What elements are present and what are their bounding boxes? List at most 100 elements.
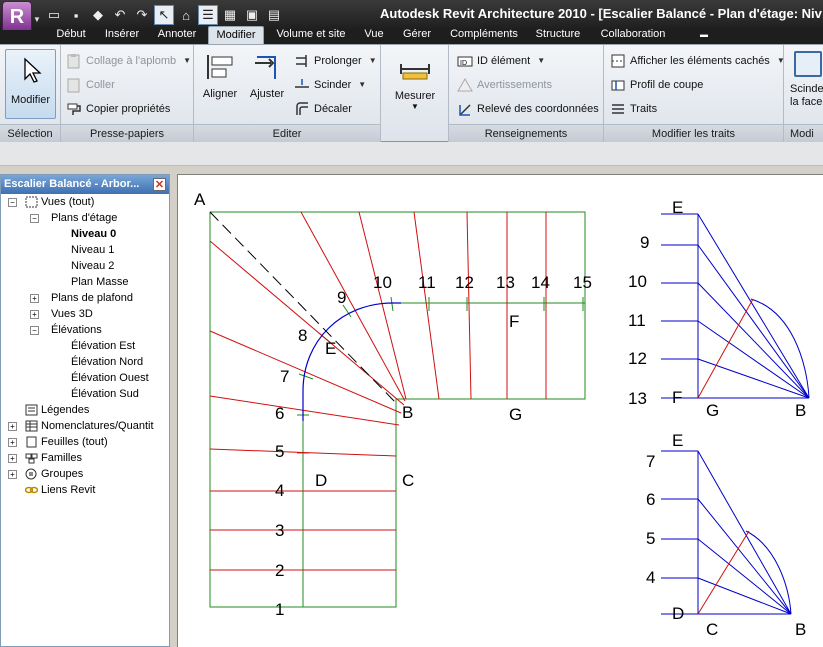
panel-label-linework: Modifier les traits [604, 124, 783, 142]
families-icon [25, 452, 38, 464]
tree-views-all[interactable]: Vues (tout) [25, 194, 94, 210]
tree-niveau-1[interactable]: Niveau 1 [71, 244, 115, 256]
tab-annoter[interactable]: Annoter [157, 28, 197, 40]
element-id-label: ID élément [477, 55, 531, 67]
split-button[interactable]: Scinder▼ [294, 75, 366, 95]
legend-icon [25, 404, 38, 416]
collapse-icon[interactable]: − [30, 214, 39, 223]
tree-ceiling-plans[interactable]: Plans de plafond [51, 292, 133, 304]
open-icon[interactable]: ▭ [47, 7, 61, 22]
split-face-icon [794, 51, 822, 77]
tree-plan-masse[interactable]: Plan Masse [71, 276, 129, 288]
warnings-button[interactable]: Avertissements [457, 75, 552, 95]
tab-inserer[interactable]: Insérer [104, 28, 140, 40]
application-menu-button[interactable]: R ▼ [2, 1, 41, 39]
expand-icon[interactable]: + [8, 422, 17, 431]
save-icon[interactable]: ▪ [73, 7, 79, 23]
chevron-down-icon[interactable]: ▼ [183, 56, 192, 65]
diagram-top-tick: 12 [628, 349, 647, 368]
panel-label-selection: Sélection [0, 124, 60, 142]
tree-elevation-est[interactable]: Élévation Est [71, 340, 136, 352]
extend-label: Prolonger [314, 55, 362, 67]
tree-elevation-ouest[interactable]: Élévation Ouest [71, 372, 149, 384]
drawing-area[interactable]: A B C D E F G 1 2 3 4 5 6 7 8 9 10 11 12… [177, 174, 823, 647]
select-icon[interactable]: ↖ [154, 5, 174, 25]
tab-collaboration[interactable]: Collaboration [600, 28, 666, 40]
expand-icon[interactable]: + [30, 310, 39, 319]
tab-modifier[interactable]: Modifier [208, 26, 264, 44]
panel-label-edit: Editer [194, 124, 380, 142]
tree-floor-plans[interactable]: Plans d'étage [51, 212, 118, 224]
3d-view-icon[interactable]: ⌂ [182, 7, 190, 23]
sync-icon[interactable]: ◆ [93, 7, 103, 22]
tree-sheets[interactable]: Feuilles (tout) [25, 434, 108, 450]
chevron-down-icon[interactable]: ▼ [411, 102, 419, 111]
collapse-icon[interactable]: − [8, 198, 17, 207]
align-button[interactable]: Aligner [200, 51, 240, 100]
diagram-top-label-f: F [672, 388, 682, 407]
show-hidden-lines-button[interactable]: Afficher les éléments cachés▼ [610, 51, 785, 71]
measure-button[interactable]: Mesurer ▼ [389, 53, 441, 111]
tag-icon[interactable]: ▦ [223, 7, 237, 22]
section-icon[interactable]: ☰ [198, 5, 218, 25]
chevron-down-icon[interactable]: ▼ [776, 56, 785, 65]
project-browser-header: Escalier Balancé - Arbor... ✕ [1, 175, 169, 194]
step-number: 7 [280, 367, 289, 386]
diagram-bottom-label-d: D [672, 604, 684, 623]
tab-vue[interactable]: Vue [364, 28, 384, 40]
extend-icon [294, 53, 310, 69]
expand-icon[interactable]: + [8, 438, 17, 447]
camera-icon[interactable]: ▣ [245, 7, 259, 22]
tab-volume-et-site[interactable]: Volume et site [276, 28, 346, 40]
tree-niveau-2[interactable]: Niveau 2 [71, 260, 115, 272]
collapse-icon[interactable]: − [30, 326, 39, 335]
split-face-button[interactable]: Scinde la face [790, 51, 823, 109]
tab-gerer[interactable]: Gérer [402, 28, 432, 40]
cut-profile-button[interactable]: Profil de coupe [610, 75, 703, 95]
tree-schedules[interactable]: Nomenclatures/Quantit [25, 418, 154, 434]
tab-structure[interactable]: Structure [535, 28, 581, 40]
tree-elevations[interactable]: Élévations [51, 324, 102, 336]
switch-window-icon[interactable]: ▤ [267, 7, 281, 22]
close-icon[interactable]: ✕ [153, 178, 166, 191]
tree-families[interactable]: Familles [25, 450, 82, 466]
tree-elevation-nord[interactable]: Élévation Nord [71, 356, 144, 368]
undo-icon[interactable]: ↶ [114, 7, 126, 22]
chevron-down-icon[interactable]: ▼ [537, 56, 546, 65]
expand-icon[interactable]: + [8, 454, 17, 463]
offset-button[interactable]: Décaler [294, 99, 352, 119]
panel-label-clipboard: Presse-papiers [61, 124, 193, 142]
diagram-bottom-label-c: C [706, 620, 718, 639]
trim-button[interactable]: Ajuster [247, 51, 287, 100]
redo-icon[interactable]: ↷ [136, 7, 148, 22]
browser-tree: − Vues (tout) − Plans d'étage Niveau 0 N… [1, 194, 169, 644]
tab-complements[interactable]: Compléments [450, 28, 518, 40]
spot-coordinates-button[interactable]: Relevé des coordonnées [457, 99, 599, 119]
extend-button[interactable]: Prolonger ▼ [294, 51, 377, 71]
panel-selection: Modifier Sélection [0, 45, 61, 142]
tree-elevation-sud[interactable]: Élévation Sud [71, 388, 139, 400]
stair-plan-drawing: A B C D E F G 1 2 3 4 5 6 7 8 9 10 11 12… [194, 190, 810, 639]
copy-properties-button[interactable]: Copier propriétés [66, 99, 170, 119]
expand-icon[interactable]: + [30, 294, 39, 303]
chevron-down-icon[interactable]: ▼ [368, 56, 377, 65]
tab-debut[interactable]: Début [56, 28, 86, 40]
element-id-button[interactable]: ID ID élément ▼ [457, 51, 545, 71]
diagram-bottom-label-b: B [795, 620, 806, 639]
paste-aligned-button[interactable]: Collage à l'aplomb▼ [66, 51, 191, 71]
tree-revit-links[interactable]: Liens Revit [24, 482, 95, 498]
tree-niveau-0[interactable]: Niveau 0 [71, 228, 117, 240]
diagram-top-tick: 13 [628, 389, 647, 408]
minimize-ribbon-icon[interactable]: ▬ [700, 30, 708, 39]
chevron-down-icon[interactable]: ▼ [358, 80, 367, 89]
red-diagonal-bottom [697, 530, 750, 615]
tree-groups[interactable]: Groupes [25, 466, 83, 482]
coordinates-icon [457, 101, 473, 117]
paste-button[interactable]: Coller [66, 75, 115, 95]
tree-legends[interactable]: Légendes [25, 402, 89, 418]
tree-3d-views[interactable]: Vues 3D [51, 308, 93, 320]
svg-text:ID: ID [460, 60, 467, 67]
expand-icon[interactable]: + [8, 470, 17, 479]
modifier-button[interactable]: Modifier [5, 49, 56, 119]
linework-button[interactable]: Traits [610, 99, 657, 119]
